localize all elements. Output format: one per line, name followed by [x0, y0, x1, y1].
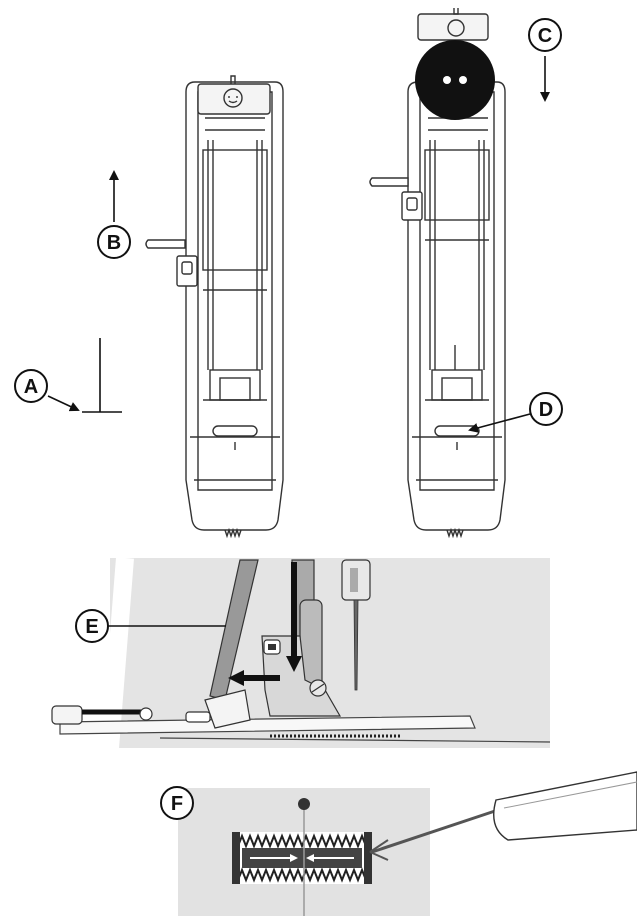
- svg-text:C: C: [538, 25, 552, 47]
- callout-b: B: [97, 225, 131, 259]
- callout-d: D: [529, 392, 563, 426]
- callout-e: E: [75, 609, 109, 643]
- button-disc: [415, 40, 495, 120]
- button-size-indicator: [47, 338, 122, 413]
- buttonhole-panel: [178, 771, 637, 916]
- callout-a: A: [14, 369, 48, 403]
- callout-f: F: [160, 786, 194, 820]
- svg-text:B: B: [107, 232, 121, 254]
- buttonhole-foot-left: [145, 75, 284, 539]
- buttonhole-foot-right: [369, 8, 506, 539]
- svg-text:E: E: [85, 616, 98, 638]
- svg-text:F: F: [171, 793, 183, 815]
- machine-panel: [51, 557, 551, 749]
- callout-c: C: [528, 18, 562, 52]
- svg-text:D: D: [539, 399, 553, 421]
- arrow-d: [468, 413, 531, 433]
- svg-text:A: A: [24, 376, 38, 398]
